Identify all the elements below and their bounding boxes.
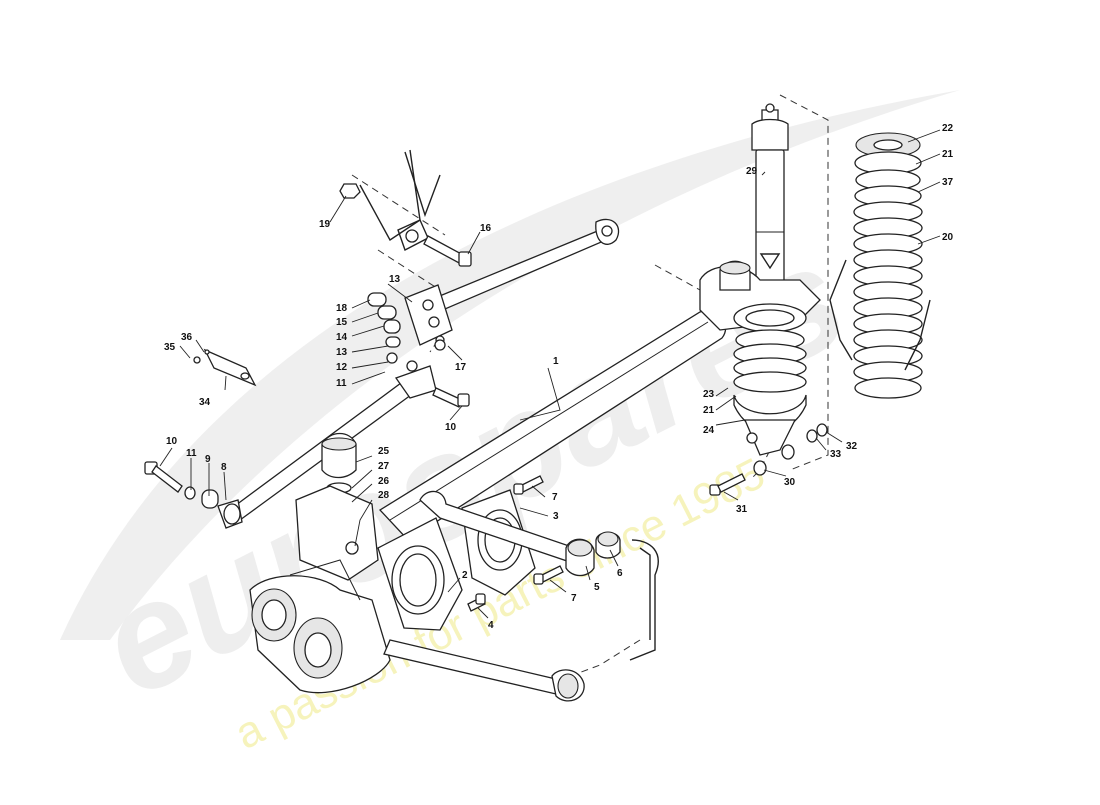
callout-19: 19 (319, 219, 331, 230)
callout-17: 17 (455, 362, 467, 373)
callout-10-left: 10 (166, 436, 178, 447)
coil-spring (829, 132, 931, 399)
callout-36: 36 (181, 332, 193, 343)
callout-12: 12 (336, 362, 348, 373)
callout-3: 3 (553, 511, 559, 522)
hub-carrier (249, 485, 391, 694)
callout-23: 23 (703, 389, 715, 400)
watermark-swoosh (60, 90, 960, 640)
callout-31: 31 (736, 504, 748, 515)
callout-25: 25 (378, 446, 390, 457)
callout-7-upper: 7 (552, 492, 558, 503)
callout-33: 33 (830, 449, 842, 460)
lower-wishbone (383, 490, 585, 702)
callout-11-center: 11 (336, 378, 347, 389)
callout-18: 18 (336, 303, 348, 314)
callout-24: 24 (703, 425, 715, 436)
callout-4: 4 (488, 620, 494, 631)
link-bracket (404, 284, 453, 346)
callout-32: 32 (846, 441, 858, 452)
callout-11-left: 11 (186, 448, 197, 459)
leader-lines (159, 129, 941, 619)
callout-15: 15 (336, 317, 348, 328)
cover-plate-34 (193, 348, 257, 387)
small-bolts (467, 475, 564, 612)
callout-27: 27 (378, 461, 390, 472)
callout-9: 9 (205, 454, 211, 465)
bush-5-6 (565, 531, 621, 577)
spring-seat-hub (699, 260, 821, 333)
callout-labels: 1 2 3 4 5 6 7 7 8 9 10 10 11 11 12 13 13… (164, 123, 954, 631)
callout-7-lower: 7 (571, 593, 577, 604)
callout-13-lower: 13 (336, 347, 348, 358)
callout-13-upper: 13 (389, 274, 401, 285)
shock-absorber (751, 103, 789, 306)
callout-2: 2 (462, 570, 468, 581)
bolt-10-lower (432, 387, 470, 408)
callout-20: 20 (942, 232, 954, 243)
inner-spring (733, 329, 807, 456)
callout-26: 26 (378, 476, 390, 487)
callout-1: 1 (553, 356, 559, 367)
callout-29: 29 (746, 166, 758, 177)
callout-6: 6 (617, 568, 623, 579)
callout-8: 8 (221, 462, 227, 473)
callout-30: 30 (784, 477, 796, 488)
callout-14: 14 (336, 332, 348, 343)
bolt-10-left (144, 461, 196, 500)
bracket-right-lower (629, 539, 659, 661)
callout-10-center: 10 (445, 422, 457, 433)
body-mount-bracket (359, 149, 441, 251)
callout-37: 37 (942, 177, 954, 188)
callout-21-right: 21 (942, 149, 954, 160)
nut-19 (339, 183, 361, 199)
callout-22: 22 (942, 123, 954, 134)
callout-34: 34 (199, 397, 211, 408)
callout-35: 35 (164, 342, 176, 353)
callout-21-left: 21 (703, 405, 715, 416)
bush-stack (367, 292, 446, 372)
callout-5: 5 (594, 582, 600, 593)
fasteners-right (709, 423, 828, 496)
gasket-plate-2 (377, 517, 463, 631)
callout-28: 28 (378, 490, 390, 501)
bolt-16 (423, 235, 472, 267)
bush-8-9 (201, 489, 243, 529)
callout-16: 16 (480, 223, 492, 234)
